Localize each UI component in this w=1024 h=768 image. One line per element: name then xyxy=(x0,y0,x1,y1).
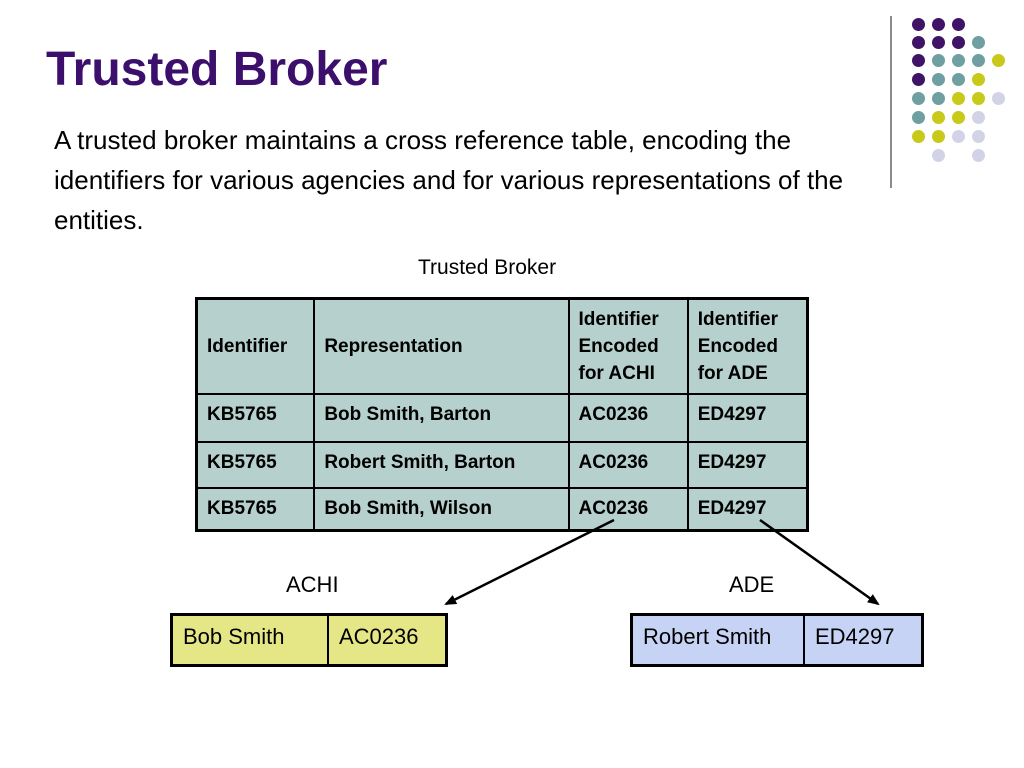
header-identifier-ade: Identifier Encoded for ADE xyxy=(686,297,809,395)
decorative-dot xyxy=(932,130,945,143)
cell-representation: Bob Smith, Barton xyxy=(313,393,570,443)
decorative-dot xyxy=(972,92,985,105)
cross-reference-table: Identifier Representation Identifier Enc… xyxy=(195,297,809,532)
cell-achi-code: AC0236 xyxy=(567,441,689,489)
cell-ade-code: ED4297 xyxy=(686,441,809,489)
decorative-dot xyxy=(952,111,965,124)
decorative-dot xyxy=(932,36,945,49)
decorative-dot xyxy=(972,130,985,143)
decorative-dot xyxy=(972,73,985,86)
ade-table: Robert Smith ED4297 xyxy=(630,613,924,667)
arrow-to-ade xyxy=(759,518,880,606)
decorative-dot xyxy=(952,54,965,67)
page-title: Trusted Broker xyxy=(46,43,388,96)
decorative-dot xyxy=(932,73,945,86)
decorative-dot xyxy=(992,92,1005,105)
decorative-dot xyxy=(932,18,945,31)
cell-representation: Robert Smith, Barton xyxy=(313,441,570,489)
achi-name-cell: Bob Smith xyxy=(170,613,329,667)
decorative-dot xyxy=(972,111,985,124)
decorative-dot xyxy=(972,36,985,49)
decorative-dot xyxy=(912,130,925,143)
achi-label: ACHI xyxy=(286,572,339,597)
cell-representation: Bob Smith, Wilson xyxy=(313,487,570,532)
header-identifier: Identifier xyxy=(195,297,316,395)
cell-ade-code: ED4297 xyxy=(686,393,809,443)
decorative-dot xyxy=(912,73,925,86)
decorative-dot xyxy=(972,54,985,67)
decorative-divider xyxy=(890,16,892,188)
decorative-dot xyxy=(912,54,925,67)
cell-identifier: KB5765 xyxy=(195,487,316,532)
cell-achi-code: AC0236 xyxy=(567,487,689,532)
decorative-dot xyxy=(952,92,965,105)
table-row: KB5765 Bob Smith, Wilson AC0236 ED4297 xyxy=(195,487,809,532)
decorative-dot xyxy=(932,149,945,162)
decorative-dot xyxy=(952,73,965,86)
decorative-dot xyxy=(932,92,945,105)
decorative-dot xyxy=(972,149,985,162)
decorative-dot xyxy=(952,18,965,31)
header-identifier-achi: Identifier Encoded for ACHI xyxy=(567,297,689,395)
decorative-dot xyxy=(932,111,945,124)
table-caption: Trusted Broker xyxy=(418,256,557,279)
decorative-dot xyxy=(932,54,945,67)
decorative-dot xyxy=(992,54,1005,67)
ade-code-cell: ED4297 xyxy=(803,613,924,667)
decorative-dot xyxy=(952,36,965,49)
table-row: KB5765 Bob Smith, Barton AC0236 ED4297 xyxy=(195,393,809,443)
table-header-row: Identifier Representation Identifier Enc… xyxy=(195,297,809,395)
decorative-dot xyxy=(912,92,925,105)
body-text: A trusted broker maintains a cross refer… xyxy=(54,125,844,235)
table-row: KB5765 Robert Smith, Barton AC0236 ED429… xyxy=(195,441,809,489)
decorative-dot xyxy=(912,18,925,31)
arrow-to-achi xyxy=(444,518,615,606)
decorative-dot xyxy=(912,111,925,124)
cell-achi-code: AC0236 xyxy=(567,393,689,443)
ade-name-cell: Robert Smith xyxy=(630,613,805,667)
cell-identifier: KB5765 xyxy=(195,441,316,489)
achi-table: Bob Smith AC0236 xyxy=(170,613,448,667)
table-row: Robert Smith ED4297 xyxy=(630,613,924,667)
ade-label: ADE xyxy=(729,572,775,597)
achi-code-cell: AC0236 xyxy=(327,613,448,667)
cell-ade-code: ED4297 xyxy=(686,487,809,532)
header-representation: Representation xyxy=(313,297,570,395)
table-row: Bob Smith AC0236 xyxy=(170,613,448,667)
cell-identifier: KB5765 xyxy=(195,393,316,443)
decorative-dot xyxy=(912,36,925,49)
decorative-dot xyxy=(952,130,965,143)
